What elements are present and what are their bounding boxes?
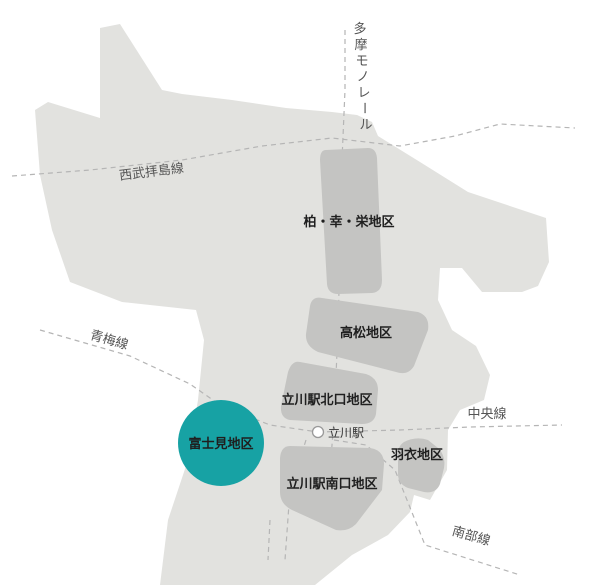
label-nambu: 南部線 (450, 523, 492, 549)
label-seibu-haijima: 西武拝島線 (118, 160, 184, 184)
nambu-line (333, 439, 521, 576)
chuo-line (317, 424, 563, 433)
district-label-tachikawa-south: 立川駅南口地区 (286, 476, 377, 492)
monorail-char: ノ (356, 70, 369, 85)
district-label-hagoromo: 羽衣地区 (391, 447, 443, 463)
monorail-char: 摩 (354, 37, 367, 53)
secondary-line (284, 439, 307, 561)
district-kashiwa-saiwai-sakae[interactable] (320, 148, 382, 294)
label-chuo: 中央線 (467, 406, 506, 422)
district-label-kashiwa: 柏・幸・栄地区 (303, 214, 394, 230)
monorail-char: レ (357, 86, 370, 101)
station-circle-icon (311, 425, 325, 439)
monorail-char: 多 (353, 21, 366, 37)
monorail-char: ル (359, 118, 372, 133)
station-label: 立川駅 (328, 425, 364, 440)
district-tachikawa-south[interactable] (280, 446, 384, 531)
district-tachikawa-north[interactable] (280, 361, 378, 424)
district-fujimi[interactable] (178, 400, 264, 486)
secondary-line-2 (267, 519, 271, 561)
seibu-haijima-line (11, 123, 576, 177)
district-label-takamatsu: 高松地区 (340, 325, 392, 341)
district-label-fujimi: 富士見地区 (188, 436, 253, 452)
label-ome: 青梅線 (88, 327, 130, 353)
district-hagoromo[interactable] (398, 438, 445, 493)
label-tama-monorail: 多 摩 モ ノ レ ー ル (353, 21, 372, 133)
monorail-char: ー (356, 101, 371, 114)
monorail-char: モ (355, 54, 368, 69)
district-label-tachikawa-north: 立川駅北口地区 (281, 392, 372, 408)
district-takamatsu[interactable] (305, 297, 429, 374)
